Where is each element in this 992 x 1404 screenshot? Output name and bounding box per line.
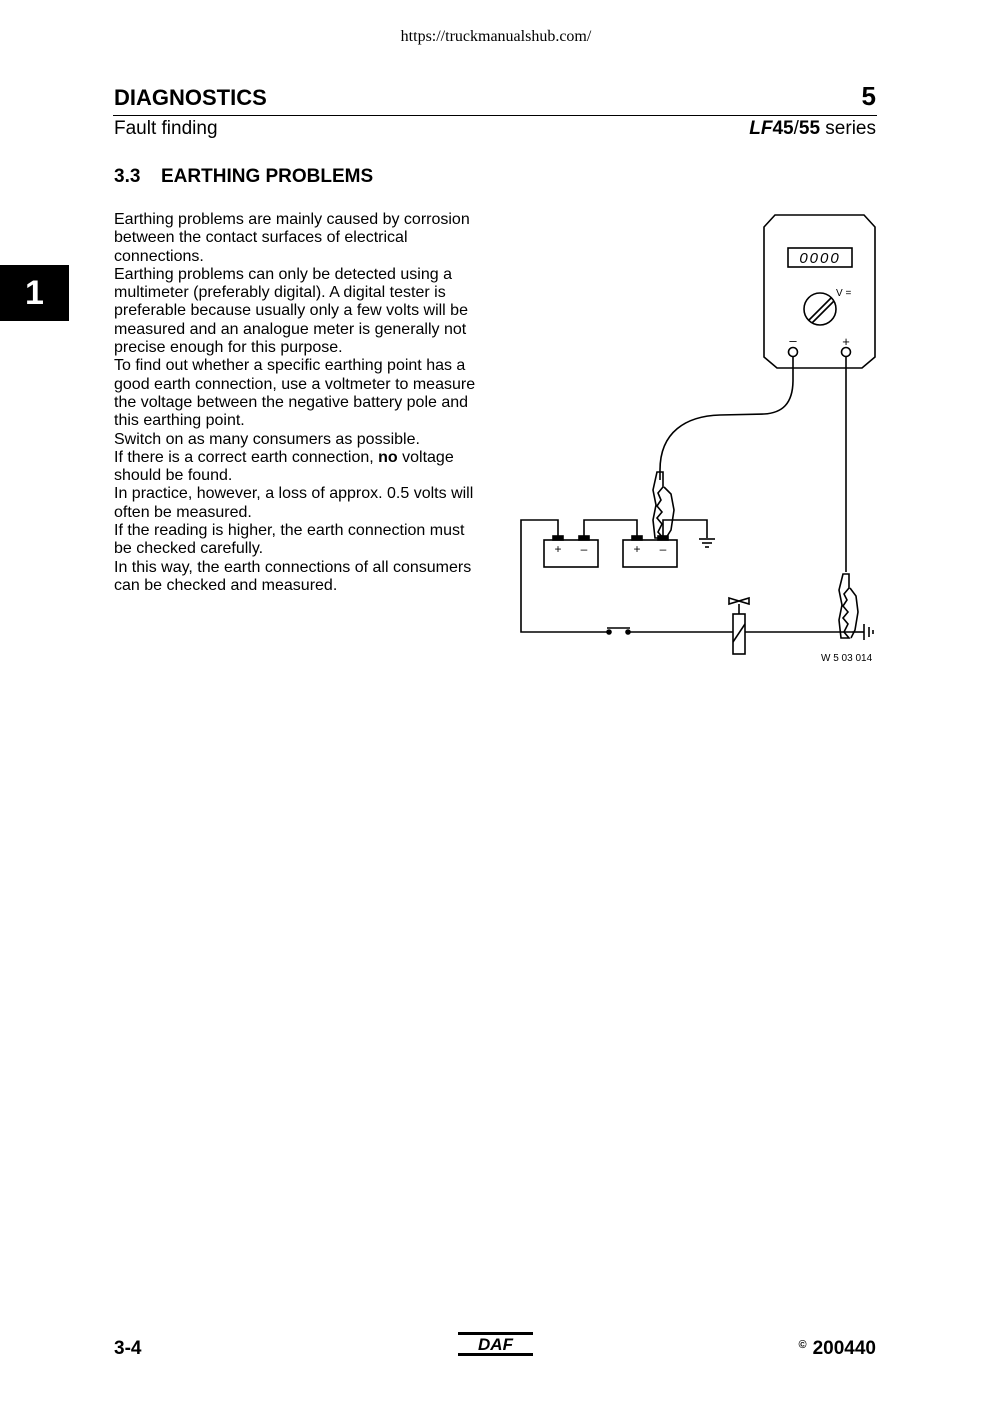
plus-terminal [840,346,852,358]
minus-terminal-label: – [789,333,797,348]
copyright: © 200440 [798,1338,876,1360]
paragraph-text: voltage should be found. [114,448,454,485]
section-title: EARTHING PROBLEMS [161,166,374,187]
page-title: DIAGNOSTICS [114,85,267,110]
negative-test-lead [659,357,794,480]
section-number: 3.3 [114,166,141,187]
chapter-number: 5 [861,81,876,111]
emphasis-no: no [378,448,398,466]
paragraph: In practice, however, a loss of approx. … [114,485,474,521]
minus-terminal [787,346,799,358]
paragraph: Earthing problems can only be detected u… [114,265,468,357]
figure-code: W 5 03 014 [821,653,873,664]
source-url[interactable]: https://truckmanualshub.com/ [400,28,592,45]
paragraph: Earthing problems are mainly caused by c… [114,211,470,265]
battery-feed [520,519,608,633]
multimeter-display [787,247,853,268]
copyright-symbol: © [798,1339,807,1351]
battery-1-minus: – [581,542,588,556]
paragraph: If the reading is higher, the earth conn… [114,522,465,558]
series-model: 45 [772,118,794,139]
battery-2 [622,539,678,568]
paragraph: If there is a correct earth connection, … [114,449,476,486]
logo-text: DAF [478,1335,514,1354]
page-subtitle: Fault finding [114,118,218,139]
chapter-side-tab: 1 [0,265,69,321]
paragraph: To find out whether a specific earthing … [114,357,476,430]
battery-1-plus: + [554,542,561,556]
valve-symbol [728,596,750,606]
body-text: Earthing problems are mainly caused by c… [114,211,476,595]
series-prefix: LF [749,118,773,139]
earth-clip [838,573,851,639]
daf-logo: DAF [458,1332,533,1356]
battery-earth-wire [662,519,708,538]
multimeter-dial [803,292,837,326]
battery-clip [652,471,665,539]
mode-label: V = [836,288,851,299]
battery-1 [543,539,599,568]
copyright-year: 200440 [812,1338,876,1359]
multimeter-body [763,214,876,369]
series-label: LF45/55 series [749,118,876,140]
battery-2-minus: – [660,542,667,556]
page-number: 3-4 [114,1338,142,1359]
switch-contact [606,629,612,635]
series-model-2: 55 [798,118,821,139]
battery-link [583,519,638,536]
battery-2-plus: + [633,542,640,556]
paragraph: Switch on as many consumers as possible. [114,430,420,448]
display-readout: 0000 [799,250,840,267]
series-separator: / [793,118,799,139]
paragraph-text: If there is a correct earth connection, [114,448,379,466]
plus-terminal-label: + [842,334,850,349]
series-suffix: series [820,118,876,139]
earthing-test-diagram: 0000 V = – + + – + – [520,214,876,655]
section-heading: 3.3 EARTHING PROBLEMS [114,166,373,188]
header-rule [113,115,877,116]
paragraph: In this way, the earth connections of al… [114,558,472,594]
